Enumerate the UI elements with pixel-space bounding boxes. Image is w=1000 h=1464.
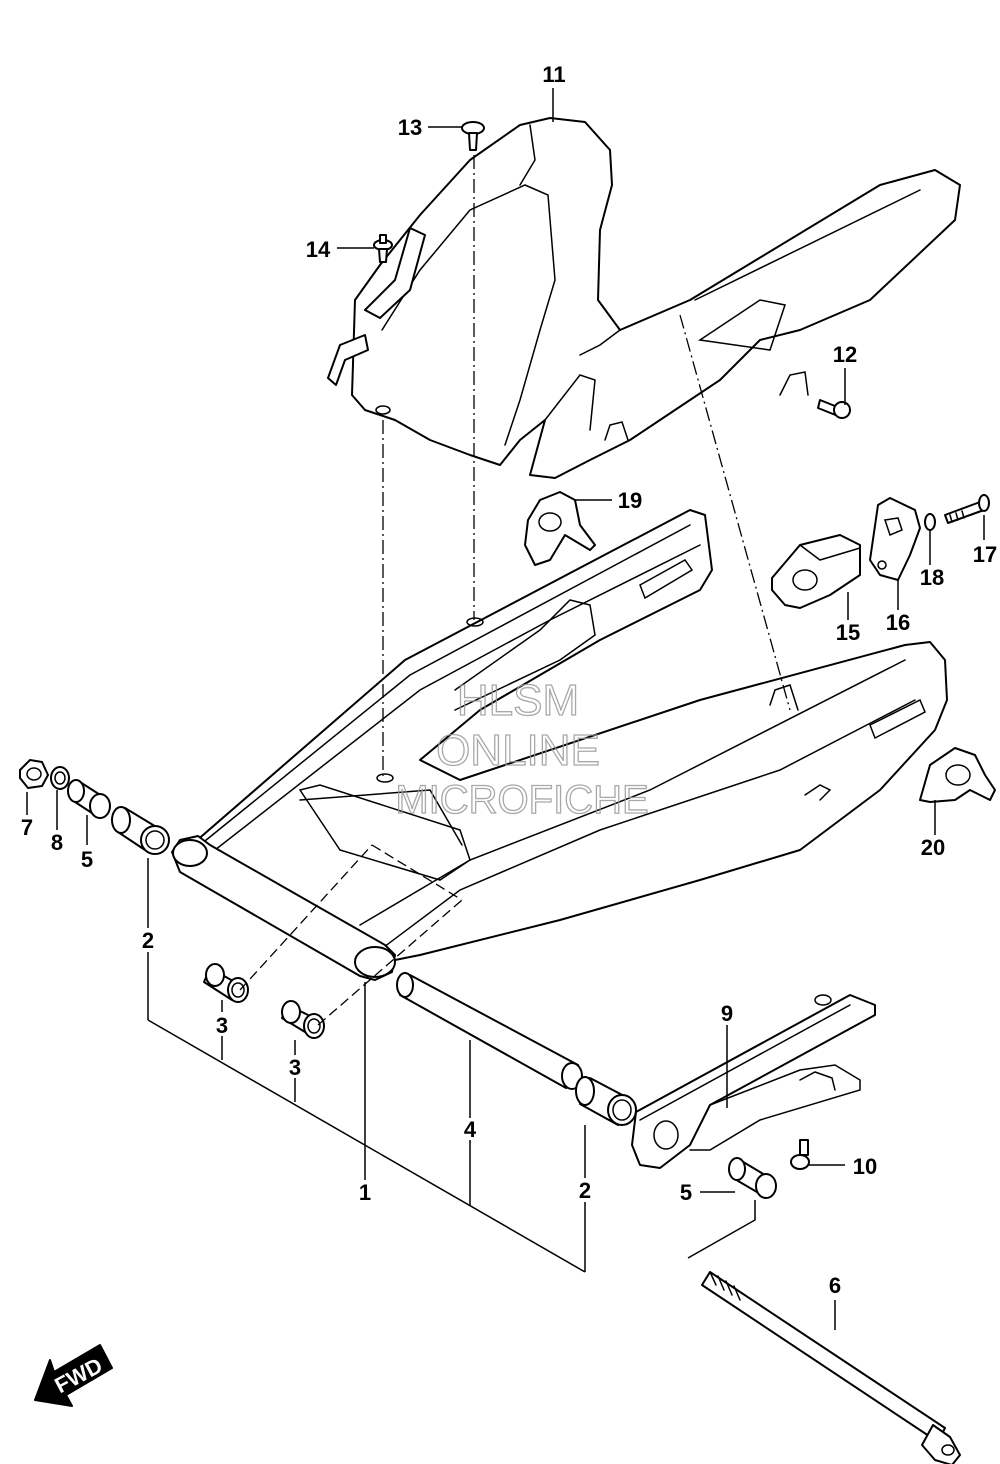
- bearing-2-left: [111, 806, 170, 855]
- callout-19: 19: [618, 488, 642, 513]
- callout-9: 9: [721, 1001, 733, 1026]
- callout-6: 6: [829, 1273, 841, 1298]
- collar-5-left: [67, 779, 111, 819]
- assembly-lines: [239, 155, 791, 1026]
- collar-5-right: [728, 1157, 777, 1199]
- callout-18: 18: [920, 565, 944, 590]
- washer-18: [924, 513, 936, 531]
- chain-case-9: [631, 994, 876, 1169]
- leader-lines: [26, 88, 985, 1330]
- watermark-line-3: MICROFICHE: [395, 778, 648, 822]
- callout-17: 17: [973, 542, 997, 567]
- watermark: HLSM ONLINE MICROFICHE: [395, 675, 650, 822]
- callout-16: 16: [886, 610, 910, 635]
- callout-5-left: 5: [81, 847, 93, 872]
- chain-slider-15: [771, 534, 861, 609]
- callout-3-upper: 3: [216, 1013, 228, 1038]
- callout-8: 8: [51, 830, 63, 855]
- bearing-3-upper: [203, 963, 249, 1003]
- bearing-2-right: [575, 1076, 637, 1126]
- callout-numbers: 11 13 14 12 19 17 18 16 15 20 7 8 5 2 3 …: [21, 62, 997, 1298]
- callout-20: 20: [921, 835, 945, 860]
- callout-15: 15: [836, 620, 860, 645]
- bolt-10: [790, 1139, 810, 1170]
- callout-11: 11: [542, 62, 565, 87]
- callout-12: 12: [833, 342, 857, 367]
- callout-10: 10: [853, 1154, 877, 1179]
- pivot-shaft-6: [701, 1271, 961, 1464]
- spacer-tube-4: [396, 972, 583, 1090]
- callout-2-left: 2: [142, 928, 154, 953]
- callout-2-right: 2: [579, 1178, 591, 1203]
- bearing-3-lower: [281, 1000, 325, 1039]
- bolt-12: [817, 399, 851, 419]
- rear-fender-chain-guard: [327, 117, 961, 479]
- fwd-arrow-icon: [34, 1344, 113, 1407]
- callout-13: 13: [398, 115, 422, 140]
- bolt-17: [944, 494, 990, 524]
- bracket-19: [524, 491, 596, 566]
- screw-13: [461, 121, 485, 151]
- callout-5-right: 5: [680, 1180, 692, 1205]
- plate-16: [869, 497, 921, 581]
- nut-7: [19, 759, 49, 789]
- forward-direction-arrow: FWD: [34, 1344, 113, 1407]
- swingarm: [171, 509, 948, 981]
- callout-7: 7: [21, 815, 33, 840]
- callout-3-lower: 3: [289, 1055, 301, 1080]
- bracket-20: [919, 747, 996, 803]
- clip-14: [373, 234, 393, 263]
- watermark-line-1: HLSM: [457, 676, 579, 725]
- callout-14: 14: [306, 237, 331, 262]
- callout-4: 4: [464, 1117, 477, 1142]
- callout-1: 1: [359, 1180, 371, 1205]
- washer-8: [50, 766, 70, 790]
- watermark-line-2: ONLINE: [436, 726, 600, 775]
